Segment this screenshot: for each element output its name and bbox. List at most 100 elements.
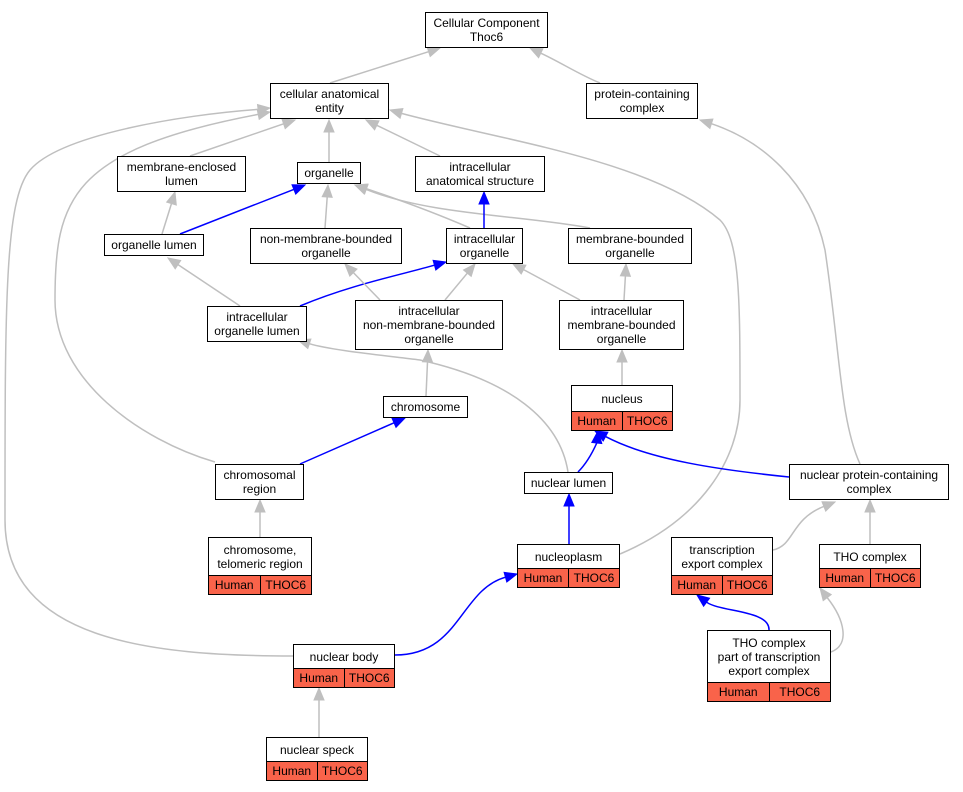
node-organelle-lumen[interactable]: organelle lumen <box>104 234 204 256</box>
node-label: intracellular organelle <box>453 232 516 260</box>
edge-iol-io-arrowhead <box>432 259 448 271</box>
gene-cell: THOC6 <box>568 569 619 587</box>
edge-nmbo-org-arrowhead <box>321 183 333 198</box>
edge-inmbo-nmbo <box>352 272 381 301</box>
edge-iol-orglum <box>177 263 241 307</box>
edge-iol-cae-long <box>54 113 259 463</box>
edge-nspeck-nbody-arrowhead <box>313 686 325 701</box>
node-membrane-bounded-organelle[interactable]: membrane-bounded organelle <box>568 228 692 264</box>
species-cell: Human <box>672 576 722 594</box>
edge-nbody-cae-long <box>4 108 294 657</box>
edge-orglum-org <box>179 188 295 235</box>
species-cell: Human <box>209 576 260 594</box>
node-label: organelle <box>304 166 354 180</box>
gene-cell: THOC6 <box>259 576 311 594</box>
edge-npcc-nucleus-arrowhead <box>593 430 609 442</box>
node-chromosome[interactable]: chromosome <box>383 396 468 418</box>
edge-orglum-mel <box>161 203 173 235</box>
edge-nucleoplasm-cae-arrowhead <box>388 108 404 120</box>
edge-nucleoplasm-nuclum-arrowhead <box>563 492 575 507</box>
edge-npcc-nucleus <box>605 435 790 478</box>
edge-tho2-tec-arrowhead <box>695 594 711 608</box>
edge-cae-root-arrowhead <box>426 46 442 58</box>
node-label: transcription export complex <box>681 542 763 571</box>
edge-nucleus-imbo-arrowhead <box>616 348 628 363</box>
node-label: Cellular Component Thoc6 <box>433 16 540 44</box>
node-intracellular-organelle-lumen[interactable]: intracellular organelle lumen <box>207 306 307 342</box>
edge-chrom-inmbo <box>425 361 429 397</box>
edge-orglum-mel-arrowhead <box>165 190 177 206</box>
gene-cell: THOC6 <box>621 412 672 430</box>
node-intracellular-anatomical-structure[interactable]: intracellular anatomical structure <box>415 156 545 192</box>
edge-mbo-org <box>365 188 591 229</box>
edge-io-ias-arrowhead <box>478 190 490 205</box>
node-label: intracellular anatomical structure <box>425 160 535 188</box>
edge-nuclum-nucleus <box>577 442 598 473</box>
edge-chromreg-chrom-arrowhead <box>391 417 407 429</box>
node-nuclear-lumen[interactable]: nuclear lumen <box>524 472 613 494</box>
edge-tho2-tec <box>706 601 770 631</box>
node-cellular-component-thoc6[interactable]: Cellular Component Thoc6 <box>425 12 548 48</box>
edge-nucleoplasm-cae <box>401 112 741 555</box>
node-label: nucleus <box>601 391 643 406</box>
node-nuclear-protein-containing-complex[interactable]: nuclear protein-containing complex <box>789 464 949 500</box>
node-label: non-membrane-bounded organelle <box>259 232 393 260</box>
node-label: nuclear speck <box>279 742 355 757</box>
gene-cell: THOC6 <box>316 762 367 780</box>
edge-imbo-mbo-arrowhead <box>619 262 632 277</box>
edge-mel-cae <box>189 123 284 157</box>
edge-nuclum-iol <box>309 342 569 473</box>
node-non-membrane-bounded-organelle[interactable]: non-membrane-bounded organelle <box>250 228 402 264</box>
edge-imbo-mbo <box>623 275 627 301</box>
edge-ias-cae-arrowhead <box>364 119 380 131</box>
edge-tec-npcc <box>772 505 825 551</box>
edge-ias-cae <box>376 124 441 157</box>
edge-npcc-pcc <box>711 122 861 465</box>
edge-imbo-io-arrowhead <box>511 263 527 275</box>
edge-pcc-root-arrowhead <box>528 47 544 59</box>
node-organelle[interactable]: organelle <box>297 162 361 184</box>
species-cell: Human <box>518 569 568 587</box>
edge-nmbo-org <box>324 196 328 229</box>
species-cell: Human <box>708 683 769 701</box>
node-protein-containing-complex[interactable]: protein-containing complex <box>586 83 698 119</box>
node-chromosomal-region[interactable]: chromosomal region <box>215 464 304 500</box>
edge-inmbo-io <box>444 272 468 301</box>
node-cellular-anatomical-entity[interactable]: cellular anatomical entity <box>270 83 389 119</box>
node-intracellular-membrane-bounded-organelle[interactable]: intracellular membrane-bounded organelle <box>559 300 684 350</box>
edge-org-cae-arrowhead <box>323 118 335 133</box>
edge-tho-npcc-arrowhead <box>864 498 876 513</box>
edge-inmbo-io-arrowhead <box>462 263 476 278</box>
edge-cae-root <box>329 50 429 84</box>
edge-imbo-io <box>523 268 581 301</box>
node-intracellular-non-membrane-bounded-organelle[interactable]: intracellular non-membrane-bounded organ… <box>355 300 503 350</box>
edge-tec-npcc-arrowhead <box>821 501 837 512</box>
node-tho-complex-part-of-transcription-export-complex[interactable]: THO complex part of transcription export… <box>707 630 831 702</box>
edge-npcc-pcc-arrowhead <box>698 118 714 130</box>
gene-cell: THOC6 <box>721 576 772 594</box>
edge-iol-io <box>299 264 435 307</box>
species-cell: Human <box>267 762 317 780</box>
edge-nbody-cae-long-arrowhead <box>256 103 272 116</box>
edge-nbody-nucleoplasm <box>394 576 506 656</box>
node-membrane-enclosed-lumen[interactable]: membrane-enclosed lumen <box>117 156 246 192</box>
edge-io-org <box>366 187 471 229</box>
edge-nbody-nucleoplasm-arrowhead <box>503 571 519 583</box>
node-intracellular-organelle[interactable]: intracellular organelle <box>446 228 523 264</box>
edge-tho2-tho <box>826 597 844 653</box>
node-label: chromosomal region <box>223 468 296 496</box>
edge-orglum-org-arrowhead <box>291 184 307 195</box>
